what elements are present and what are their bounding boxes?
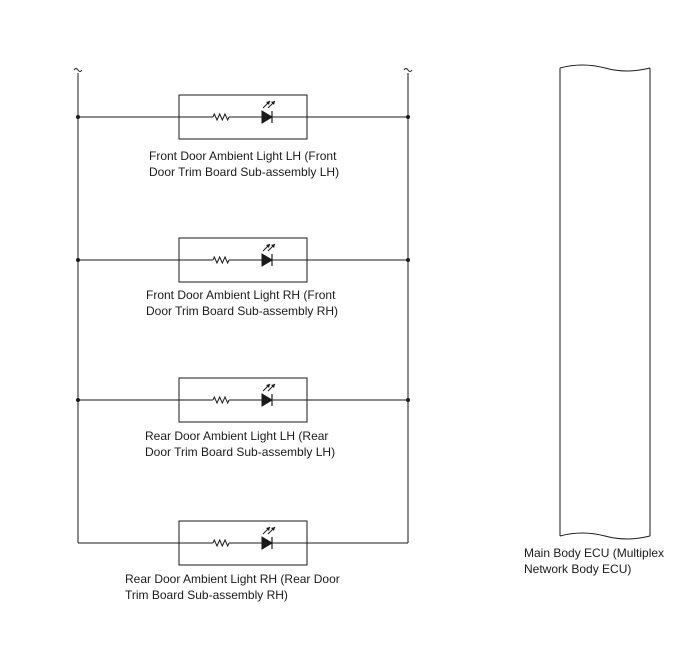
component-front-lh [76,94,410,140]
junction-dot [76,398,80,402]
wire-break-icon [403,68,413,72]
component-label-line: Door Trim Board Sub-assembly LH) [145,445,336,459]
led-icon [261,243,276,267]
component-label-line: Front Door Ambient Light LH (Front [149,149,337,163]
component-label-line: Door Trim Board Sub-assembly LH) [149,165,340,179]
ecu-top-edge [559,64,651,72]
component-front-rh [76,237,410,283]
led-icon [261,383,276,407]
led-icon [261,526,276,550]
component-label-line: Rear Door Ambient Light LH (Rear [145,429,329,443]
resistor-icon [212,395,230,405]
component-label-front-lh: Front Door Ambient Light LH (Front Door … [149,148,339,180]
component-label-line: Rear Door Ambient Light RH (Rear Door [125,572,340,586]
junction-dot [76,258,80,262]
resistor-icon [212,538,230,548]
junction-dot [406,398,410,402]
component-label-rear-lh: Rear Door Ambient Light LH (Rear Door Tr… [145,428,335,460]
component-label-front-rh: Front Door Ambient Light RH (Front Door … [146,287,338,319]
component-label-line: Trim Board Sub-assembly RH) [125,588,288,602]
ecu-label-line: Main Body ECU (Multiplex [524,546,665,560]
junction-dot [406,258,410,262]
component-rear-rh [78,520,408,566]
resistor-icon [212,112,230,122]
ecu-block [559,64,651,540]
led-icon [261,100,276,124]
ecu-label-line: Network Body ECU) [524,562,632,576]
junction-dot [76,115,80,119]
ecu-label: Main Body ECU (Multiplex Network Body EC… [524,545,664,577]
ecu-bottom-edge [559,532,651,540]
component-rear-lh [76,377,410,423]
component-label-line: Door Trim Board Sub-assembly RH) [146,304,339,318]
component-label-rear-rh: Rear Door Ambient Light RH (Rear Door Tr… [125,571,340,603]
component-label-line: Front Door Ambient Light RH (Front [146,288,336,302]
resistor-icon [212,255,230,265]
junction-dot [406,115,410,119]
wire-break-icon [73,68,83,72]
